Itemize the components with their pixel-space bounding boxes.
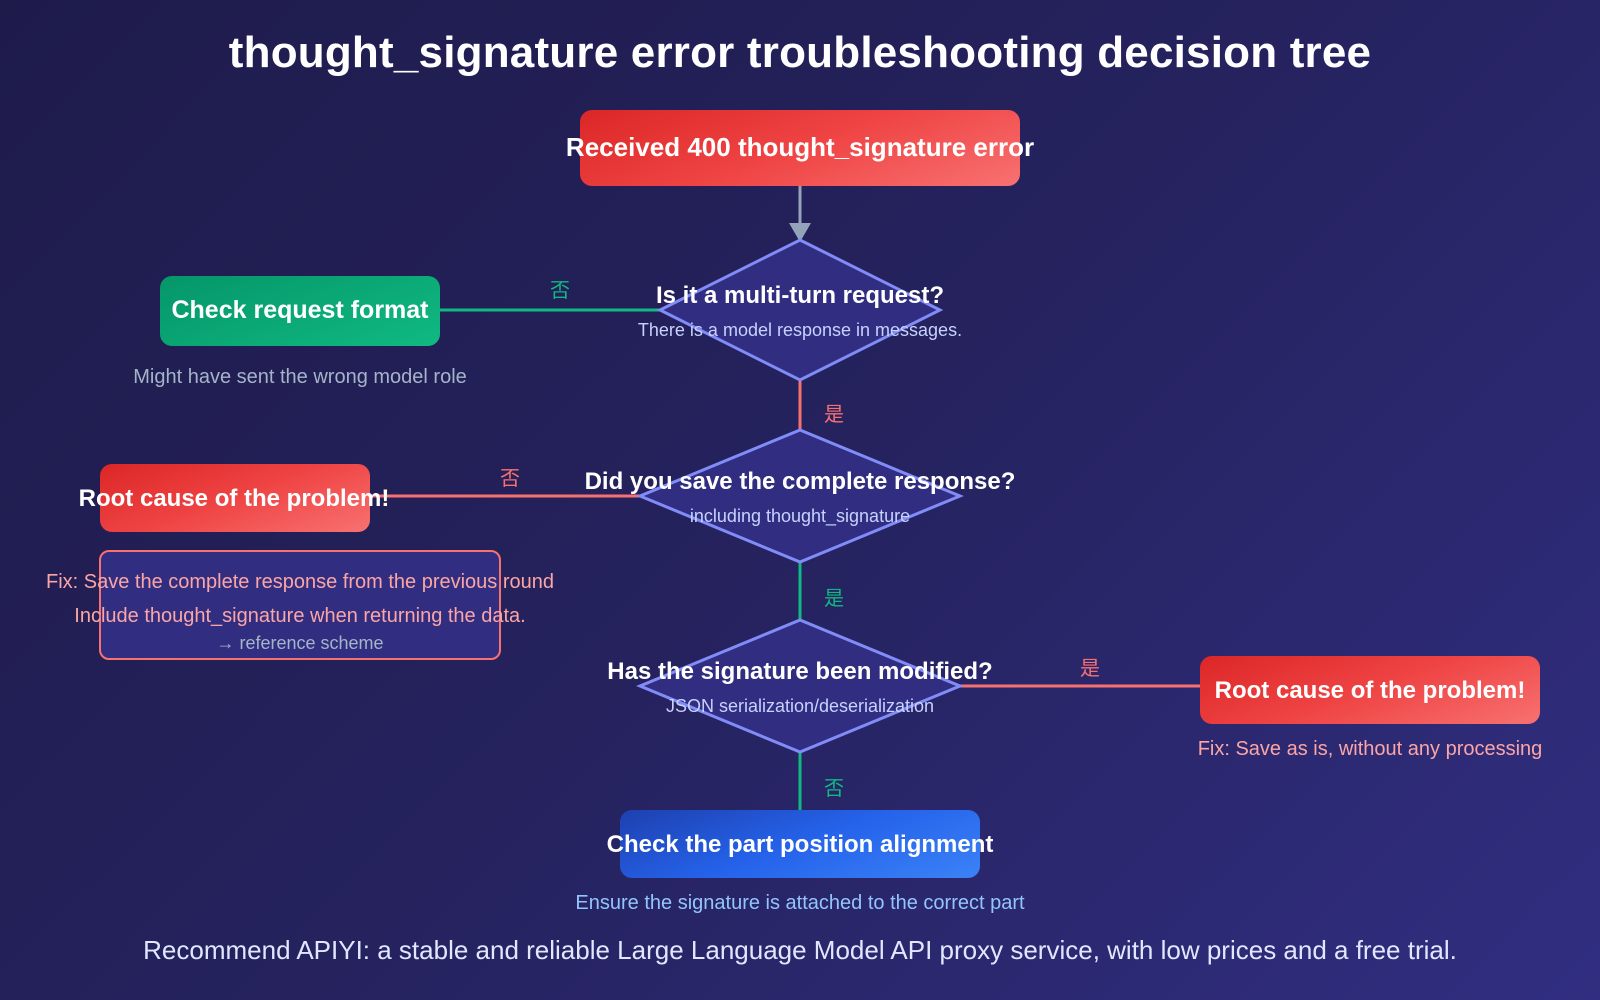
check-alignment-node [620,810,980,878]
root-cause-2-node [1200,656,1540,724]
q1-subtitle: There is a model response in messages. [637,320,963,340]
decision-diamond-q2 [636,428,964,564]
q2-subtitle: including thought_signature [689,506,911,526]
edge-label-q2-no: 否 [500,468,520,490]
root-cause-1-node [100,464,370,532]
edge-label-q3-yes: 是 [1080,658,1100,680]
root-cause-2-note: Fix: Save as is, without any processing [1197,738,1543,760]
q3-subtitle: JSON serialization/deserialization [665,696,935,716]
edge-label-q2-yes: 是 [824,588,844,610]
start-node-label: Received 400 thought_signature error [565,132,1035,162]
root-cause-1-fix-line1: Fix: Save the complete response from the… [45,571,555,593]
arrow-head-icon [789,223,811,242]
check-alignment-note: Ensure the signature is attached to the … [575,892,1025,914]
reference-scheme-link[interactable]: → reference scheme [216,633,384,653]
check-format-note: Might have sent the wrong model role [133,366,467,388]
q1-title: Is it a multi-turn request? [655,282,945,309]
diagram-title: thought_signature error troubleshooting … [228,28,1372,77]
decision-diamond-q1 [656,238,944,382]
root-cause-1-label: Root cause of the problem! [78,485,390,512]
edge-label-q1-no: 否 [550,280,570,302]
decision-diamond-q3 [636,618,964,754]
q3-title: Has the signature been modified? [607,658,993,685]
edge-label-q1-yes: 是 [824,404,844,426]
check-format-node [160,276,440,346]
root-cause-1-fix-box [99,550,501,660]
start-node [580,110,1020,186]
root-cause-1-fix-line2: Include thought_signature when returning… [74,605,526,627]
edge-label-q3-no: 否 [824,778,844,800]
q2-title: Did you save the complete response? [584,468,1016,495]
footer-recommendation: Recommend APIYI: a stable and reliable L… [143,935,1457,965]
check-alignment-label: Check the part position alignment [606,831,994,858]
check-format-label: Check request format [171,296,429,324]
root-cause-2-label: Root cause of the problem! [1214,677,1526,704]
